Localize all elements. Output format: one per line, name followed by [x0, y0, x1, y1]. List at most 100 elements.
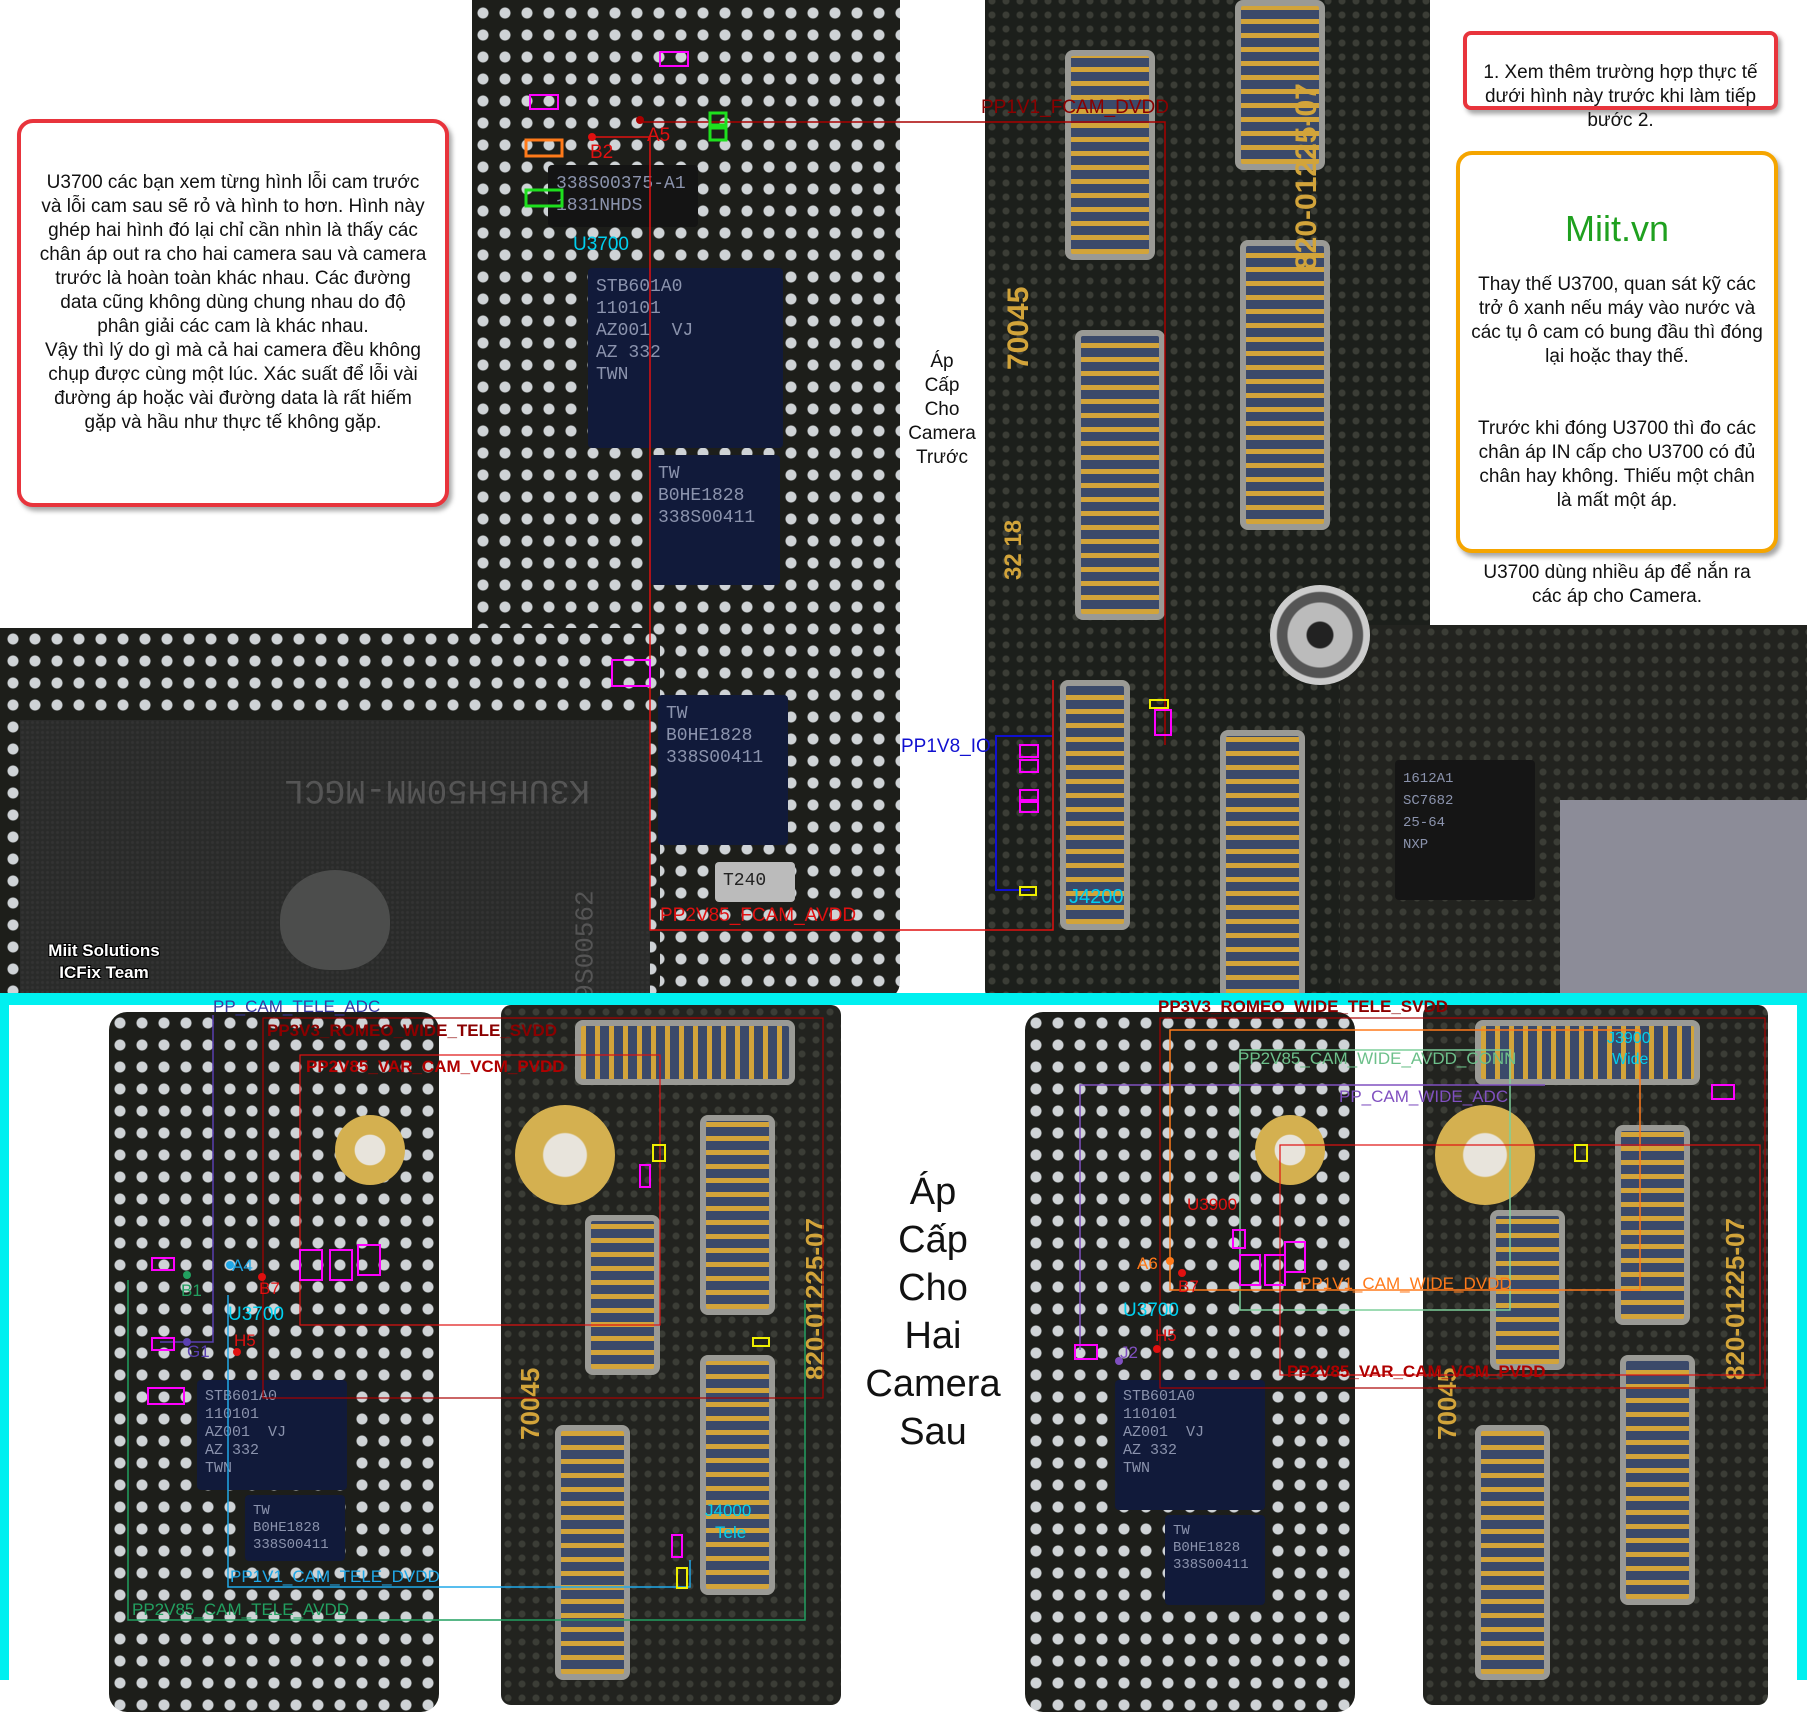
pin-dot-b2	[588, 133, 596, 141]
gold-screw-pad	[515, 1105, 615, 1205]
label-pp1v1-cam-wide-dvdd: PP1V1_CAM_WIDE_DVDD	[1300, 1274, 1512, 1293]
yellow-highlight	[1149, 699, 1169, 709]
section-divider	[0, 993, 1807, 1005]
label-u3900: U3900	[1187, 1195, 1238, 1214]
t240-crystal: T240	[715, 862, 795, 902]
pmu-chip-u3700: 338S00375-A1 1831NHDS	[548, 165, 698, 227]
connector-j4200	[1060, 680, 1130, 930]
label-pp2v85-vcm-right: PP2V85_VAR_CAM_VCM_PVDD	[1287, 1362, 1546, 1381]
left-note-text: U3700 các bạn xem từng hình lỗi cam trướ…	[39, 172, 427, 433]
top-trace-overlay	[524, 51, 1172, 931]
connector	[555, 1425, 630, 1680]
label-b2: B2	[590, 142, 614, 163]
label-j4200: J4200	[1069, 886, 1124, 908]
pin-b7-left: B7	[259, 1279, 280, 1298]
pin-dot-a5	[636, 116, 644, 124]
stb-chip: STB601A0 110101 AZ001 VJ AZ 332 TWN	[588, 268, 783, 448]
capacitor-highlights	[524, 138, 564, 158]
trace-svdd-right	[1159, 1017, 1766, 1389]
component-highlights	[147, 1084, 1735, 1558]
label-j4000: J4000	[705, 1501, 752, 1520]
connector	[585, 1215, 660, 1375]
brand-note-3: U3700 dùng nhiều áp để nắn ra các áp cho…	[1483, 562, 1751, 607]
label-u3700-right: U3700	[1123, 1300, 1179, 1321]
gold-screw-pad	[1255, 1115, 1325, 1185]
ic-338s00411-b: TW B0HE1828 338S00411	[658, 695, 788, 845]
pin-b1: B1	[181, 1281, 202, 1300]
stb-chip: STB601A0 110101 AZ001 VJ AZ 332 TWN	[1115, 1380, 1265, 1510]
pin-g1: G1	[187, 1342, 210, 1361]
pin-h5-right: H5	[1155, 1326, 1177, 1345]
trace-tele-adc	[160, 1015, 214, 1343]
label-pp1v1-fcam-dvdd: PP1V1_FCAM_DVDD	[981, 97, 1169, 118]
pin-dots	[183, 1257, 1186, 1365]
step-note-box: 1. Xem thêm trường hợp thực tế dưới hình…	[1463, 31, 1778, 131]
label-u3700: U3700	[573, 234, 629, 255]
connector	[1240, 240, 1330, 530]
ic-338s00411: TW B0HE1828 338S00411	[245, 1495, 345, 1561]
yellow-highlights	[652, 1144, 1588, 1589]
frame-right	[1797, 993, 1807, 1680]
trace-wide-dvdd	[1169, 1029, 1641, 1291]
label-pp2v85-fcam-avdd: PP2V85_FCAM_AVDD	[660, 905, 857, 926]
label-pp2v85-vcm-left: PP2V85_VAR_CAM_VCM_PVDD	[306, 1057, 565, 1076]
apple-logo-icon	[280, 870, 390, 970]
label-pp1v1-cam-tele-dvdd: PP1V1_CAM_TELE_DVDD	[230, 1567, 440, 1586]
trace-tele-avdd	[127, 1280, 806, 1621]
trace-wide-adc	[1079, 1084, 1545, 1350]
connector-top	[575, 1020, 795, 1085]
trace-wide-avdd	[1239, 1049, 1511, 1311]
trace-vcm-left	[299, 1054, 661, 1326]
nxp-chip: 1612A1 SC7682 25-64 NXP	[1395, 760, 1535, 900]
label-pp2v85-cam-tele-avdd: PP2V85_CAM_TELE_AVDD	[132, 1600, 350, 1619]
frame-left	[0, 993, 9, 1680]
shield-can	[1560, 800, 1807, 1000]
trace-tele-dvdd	[227, 1295, 691, 1588]
connector	[1065, 50, 1155, 260]
label-pp1v8-io: PP1V8_IO	[901, 736, 991, 757]
label-pp-cam-tele-adc: PP_CAM_TELE_ADC	[213, 997, 381, 1016]
brand-note-2: Trước khi đóng U3700 thì đo các chân áp …	[1478, 418, 1756, 511]
screw-hole	[1270, 585, 1370, 685]
connector	[700, 1115, 775, 1315]
connector	[1220, 730, 1305, 1000]
resistor-highlights	[524, 111, 728, 208]
label-pp-cam-wide-adc: PP_CAM_WIDE_ADC	[1339, 1087, 1509, 1106]
connector	[1620, 1355, 1695, 1605]
watermark-text: Miit Solutions ICFix Team	[48, 941, 160, 982]
component-highlights	[529, 51, 1172, 813]
label-wide: Wide	[1612, 1051, 1649, 1068]
connector	[1475, 1425, 1550, 1680]
label-j3900: J3900	[1607, 1030, 1651, 1047]
label-pp3v3-romeo-svdd-left: PP3V3_ROMEO_WIDE_TELE_SVDD	[267, 1021, 558, 1040]
trace-svdd-left	[262, 1017, 824, 1399]
trace-b2	[592, 136, 1054, 931]
yellow-highlight	[1019, 886, 1037, 896]
brand-note-box: Miit.vn Thay thế U3700, quan sát kỹ các …	[1456, 151, 1778, 607]
left-note-box: U3700 các bạn xem từng hình lỗi cam trướ…	[17, 119, 449, 507]
label-pp2v85-cam-wide-avdd-conn: PP2V85_CAM_WIDE_AVDD_CONN	[1238, 1049, 1517, 1068]
step-note-text: 1. Xem thêm trường hợp thực tế dưới hình…	[1483, 62, 1758, 131]
ic-338s00411-a: TW B0HE1828 338S00411	[650, 455, 780, 585]
trace-vcm-right	[1279, 1144, 1761, 1376]
rear-camera-title: Áp Cấp Cho Hai Camera Sau	[865, 1171, 1001, 1453]
pin-a4: A4	[232, 1256, 253, 1275]
connector-j4000	[700, 1355, 775, 1595]
connector	[1075, 330, 1165, 620]
ic-338s00411: TW B0HE1828 338S00411	[1165, 1515, 1265, 1605]
connector	[1615, 1125, 1690, 1325]
brand-note-1: Thay thế U3700, quan sát kỹ các trở ô xa…	[1471, 274, 1763, 367]
pin-h5-left: H5	[234, 1331, 256, 1350]
connector-j3900	[1475, 1020, 1700, 1085]
label-pp3v3-romeo-svdd-right: PP3V3_ROMEO_WIDE_TELE_SVDD	[1158, 997, 1449, 1016]
pin-a6: A6	[1137, 1254, 1158, 1273]
front-camera-title: Áp Cấp Cho Camera Trước	[908, 351, 976, 468]
connector	[1235, 0, 1325, 170]
trace-io	[995, 735, 1052, 891]
brand-logo-text: Miit.vn	[1564, 208, 1669, 249]
label-tele: Tele	[715, 1523, 747, 1542]
pin-b7-right: B7	[1178, 1277, 1199, 1296]
pin-j2: J2	[1120, 1343, 1138, 1362]
label-u3700-left: U3700	[228, 1304, 284, 1325]
